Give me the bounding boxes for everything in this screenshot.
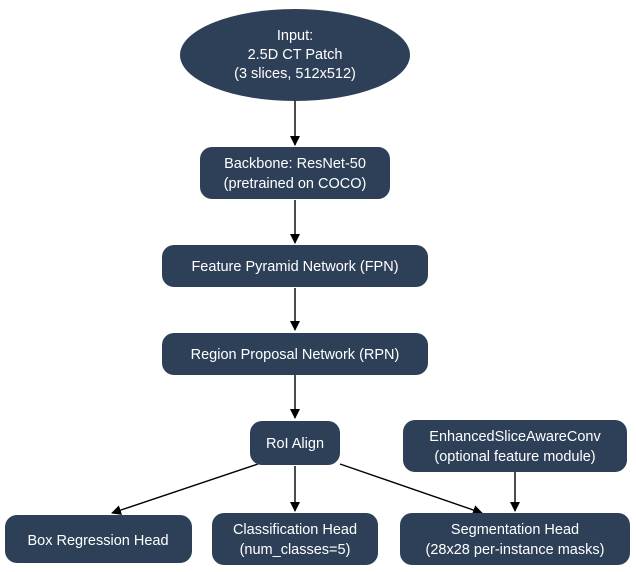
roi-align-label: RoI Align (266, 436, 324, 452)
input-label-line-1: Input: (277, 28, 313, 44)
input-label-line-2: 2.5D CT Patch (248, 47, 343, 63)
segmentation-head-label-line-1: Segmentation Head (451, 522, 579, 538)
enhanced-conv-node: EnhancedSliceAwareConv (optional feature… (403, 420, 627, 472)
classification-head-label-line-1: Classification Head (233, 522, 357, 538)
segmentation-head-label-line-2: (28x28 per-instance masks) (426, 542, 605, 558)
rpn-node: Region Proposal Network (RPN) (162, 333, 428, 375)
edge-roialign-seghead (339, 463, 483, 515)
enhanced-conv-label-line-1: EnhancedSliceAwareConv (429, 429, 601, 445)
nodes-layer: Input: 2.5D CT Patch (3 slices, 512x512)… (5, 9, 630, 565)
classification-head-node: Classification Head (num_classes=5) (212, 513, 378, 565)
input-node: Input: 2.5D CT Patch (3 slices, 512x512) (180, 9, 410, 101)
backbone-node: Backbone: ResNet-50 (pretrained on COCO) (200, 147, 390, 199)
fpn-node: Feature Pyramid Network (FPN) (162, 245, 428, 287)
backbone-label-line-2: (pretrained on COCO) (224, 176, 367, 192)
edges-layer (111, 100, 520, 515)
segmentation-head-node: Segmentation Head (28x28 per-instance ma… (400, 513, 630, 565)
edge-roialign-boxhead (111, 463, 259, 515)
backbone-label-line-1: Backbone: ResNet-50 (224, 156, 366, 172)
roi-align-node: RoI Align (250, 421, 340, 465)
fpn-label: Feature Pyramid Network (FPN) (191, 259, 398, 275)
box-regression-head-label: Box Regression Head (27, 533, 168, 549)
input-label-line-3: (3 slices, 512x512) (234, 66, 356, 82)
enhanced-conv-label-line-2: (optional feature module) (434, 449, 595, 465)
classification-head-label-line-2: (num_classes=5) (240, 542, 351, 558)
box-regression-head-node: Box Regression Head (5, 515, 192, 563)
rpn-label: Region Proposal Network (RPN) (191, 347, 400, 363)
